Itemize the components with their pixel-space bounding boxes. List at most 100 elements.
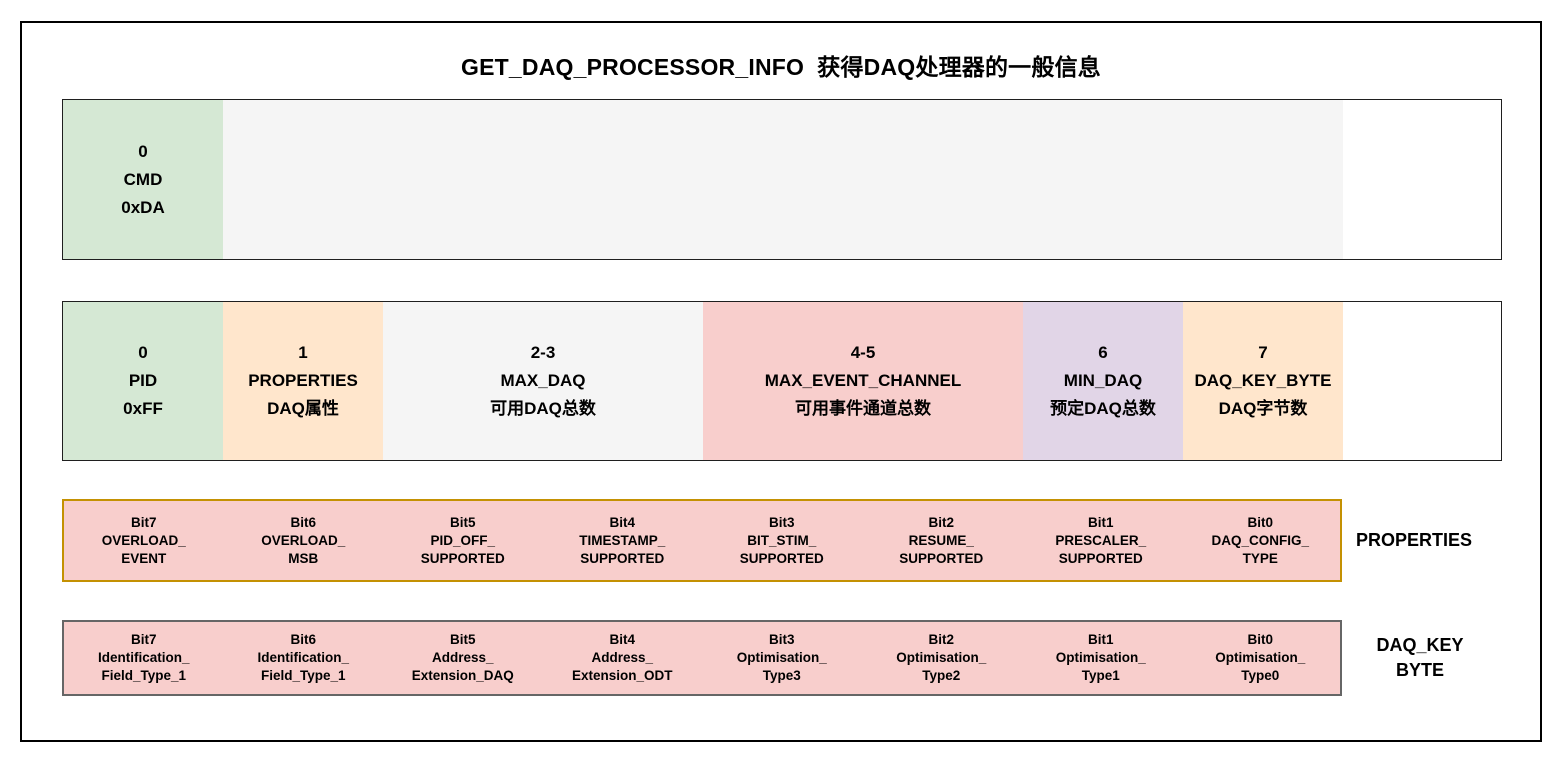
bit-name: OVERLOAD_ xyxy=(101,532,186,548)
byte-name: MAX_EVENT_CHANNEL xyxy=(764,371,962,390)
diagram-title: GET_DAQ_PROCESSOR_INFO 获得DAQ处理器的一般信息 xyxy=(461,54,1101,80)
bit-name: Address_ xyxy=(591,650,654,665)
byte-num: 0 xyxy=(138,141,148,161)
bit-label: Bit7 xyxy=(130,632,157,647)
bit-name: Optimisation_ xyxy=(896,650,987,665)
bit-name: Identification_ xyxy=(257,650,349,665)
bit-name: Optimisation_ xyxy=(736,650,827,665)
byte-desc: DAQ字节数 xyxy=(1218,399,1308,418)
bit-label: Bit3 xyxy=(768,514,795,530)
byte-cell-min-daq: 6 MIN_DAQ 预定DAQ总数 xyxy=(1023,302,1183,460)
bit-label: Bit5 xyxy=(449,514,476,530)
byte-name: MAX_DAQ xyxy=(500,371,586,390)
bit-name: Type3 xyxy=(762,668,801,683)
bit-label: Bit0 xyxy=(1247,514,1273,530)
bit-name: SUPPORTED xyxy=(580,550,665,566)
bit-cell-properties-7: Bit7 OVERLOAD_ EVENT xyxy=(64,501,224,580)
bit-name: OVERLOAD_ xyxy=(261,532,346,548)
bit-label: Bit5 xyxy=(449,632,476,647)
bit-label: Bit7 xyxy=(130,514,157,530)
daq-key-row-label: DAQ_KEY BYTE xyxy=(1376,635,1464,680)
byte-name: PID xyxy=(128,371,158,390)
byte-cell-max-event-channel: 4-5 MAX_EVENT_CHANNEL 可用事件通道总数 xyxy=(703,302,1023,460)
byte-num: 1 xyxy=(298,343,308,362)
bit-name: Type2 xyxy=(922,668,961,683)
bit-cell-properties-6: Bit6 OVERLOAD_ MSB xyxy=(224,501,384,580)
byte-cell-daq-key-byte: 7 DAQ_KEY_BYTE DAQ字节数 xyxy=(1183,302,1343,460)
byte-desc: 可用DAQ总数 xyxy=(490,399,596,418)
byte-num: 7 xyxy=(1258,343,1268,362)
response-frame-row: 0 PID 0xFF 1 PROPERTIES DAQ属性 2-3 MAX_DA… xyxy=(62,301,1502,461)
response-frame-filler xyxy=(1343,302,1501,460)
bit-cell-properties-5: Bit5 PID_OFF_ SUPPORTED xyxy=(383,501,543,580)
byte-cell-properties: 1 PROPERTIES DAQ属性 xyxy=(223,302,383,460)
properties-row-label: PROPERTIES xyxy=(1356,530,1473,550)
byte-num: 4-5 xyxy=(850,343,876,362)
bit-name: SUPPORTED xyxy=(420,550,505,566)
bit-name: Identification_ xyxy=(97,650,190,665)
bit-name: TYPE xyxy=(1242,550,1278,566)
bit-name: SUPPORTED xyxy=(1058,550,1143,566)
byte-cell-cmd: 0 CMD 0xDA xyxy=(63,100,223,259)
bit-name: Type0 xyxy=(1241,668,1280,683)
cmd-frame-empty-area xyxy=(223,100,1343,259)
bit-name: Optimisation_ xyxy=(1215,650,1306,665)
bit-name: Type1 xyxy=(1081,668,1120,683)
bit-label: Bit6 xyxy=(290,632,316,647)
properties-bit-row: Bit7 OVERLOAD_ EVENT Bit6 OVERLOAD_ MSB … xyxy=(62,499,1342,582)
bit-label: Bit0 xyxy=(1247,632,1273,647)
bit-name: BIT_STIM_ xyxy=(747,532,817,548)
bit-cell-daqkey-4: Bit4 Address_ Extension_ODT xyxy=(543,622,703,694)
bit-cell-properties-1: Bit1 PRESCALER_ SUPPORTED xyxy=(1021,501,1181,580)
bit-cell-properties-4: Bit4 TIMESTAMP_ SUPPORTED xyxy=(543,501,703,580)
bit-name: SUPPORTED xyxy=(739,550,824,566)
bit-cell-daqkey-7: Bit7 Identification_ Field_Type_1 xyxy=(64,622,224,694)
bit-cell-properties-3: Bit3 BIT_STIM_ SUPPORTED xyxy=(702,501,862,580)
bit-cell-daqkey-6: Bit6 Identification_ Field_Type_1 xyxy=(224,622,384,694)
bit-label: Bit6 xyxy=(290,514,316,530)
bit-label: Bit1 xyxy=(1087,632,1114,647)
bit-label: Bit2 xyxy=(928,632,954,647)
byte-name: PROPERTIES xyxy=(248,371,358,390)
bit-label: Bit4 xyxy=(609,514,635,530)
bit-name: SUPPORTED xyxy=(899,550,984,566)
byte-value: 0xDA xyxy=(121,197,165,217)
bit-name: TIMESTAMP_ xyxy=(579,532,666,548)
bit-label: Bit2 xyxy=(928,514,954,530)
bit-cell-daqkey-0: Bit0 Optimisation_ Type0 xyxy=(1181,622,1341,694)
byte-value: 0xFF xyxy=(123,399,163,418)
bit-name: Address_ xyxy=(431,650,494,665)
byte-desc: 预定DAQ总数 xyxy=(1050,399,1156,418)
bit-name: Extension_ODT xyxy=(571,668,673,683)
byte-num: 2-3 xyxy=(530,343,556,362)
byte-num: 0 xyxy=(138,343,148,362)
bit-name: RESUME_ xyxy=(908,532,974,548)
bit-name: EVENT xyxy=(121,550,167,566)
bit-name: DAQ_CONFIG_ xyxy=(1211,532,1309,548)
byte-cell-pid: 0 PID 0xFF xyxy=(63,302,223,460)
byte-name: CMD xyxy=(123,169,163,189)
bit-label: Bit4 xyxy=(609,632,635,647)
byte-name: MIN_DAQ xyxy=(1063,371,1143,390)
byte-num: 6 xyxy=(1098,343,1108,362)
daq-key-bit-row: Bit7 Identification_ Field_Type_1 Bit6 I… xyxy=(62,620,1342,696)
bit-name: PRESCALER_ xyxy=(1055,532,1147,548)
byte-desc: DAQ属性 xyxy=(267,399,339,418)
bit-name: PID_OFF_ xyxy=(430,532,495,548)
bit-name: MSB xyxy=(288,550,319,566)
cmd-frame-row: 0 CMD 0xDA xyxy=(62,99,1502,260)
bit-name: Extension_DAQ xyxy=(411,668,514,683)
bit-label: Bit3 xyxy=(768,632,795,647)
bit-name: Field_Type_1 xyxy=(260,668,346,683)
bit-label: Bit1 xyxy=(1087,514,1114,530)
byte-name: DAQ_KEY_BYTE xyxy=(1194,371,1332,390)
bit-cell-properties-2: Bit2 RESUME_ SUPPORTED xyxy=(862,501,1022,580)
bit-cell-daqkey-3: Bit3 Optimisation_ Type3 xyxy=(702,622,862,694)
bit-name: Optimisation_ xyxy=(1055,650,1146,665)
bit-cell-daqkey-1: Bit1 Optimisation_ Type1 xyxy=(1021,622,1181,694)
cmd-frame-filler xyxy=(1343,100,1501,259)
bit-cell-daqkey-2: Bit2 Optimisation_ Type2 xyxy=(862,622,1022,694)
bit-cell-daqkey-5: Bit5 Address_ Extension_DAQ xyxy=(383,622,543,694)
byte-cell-max-daq: 2-3 MAX_DAQ 可用DAQ总数 xyxy=(383,302,703,460)
